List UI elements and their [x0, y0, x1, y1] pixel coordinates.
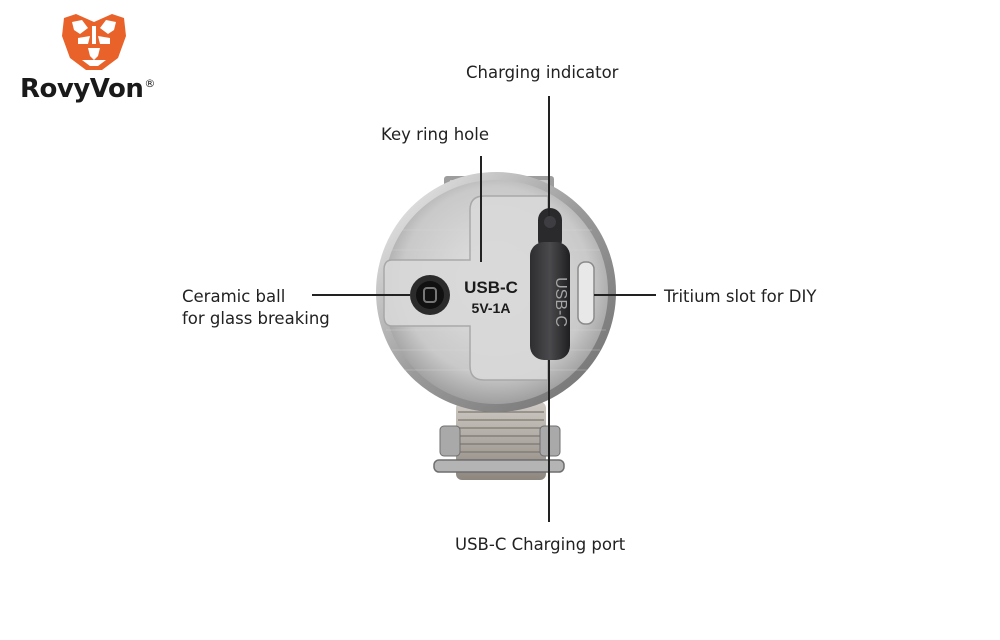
- registered-mark: ®: [144, 77, 155, 91]
- tritium-slot: [577, 261, 595, 325]
- callout-ceramic-line2: for glass breaking: [182, 309, 330, 328]
- cover-usbc-text: USB-C: [552, 277, 569, 327]
- callout-ceramic-line1: Ceramic ball: [182, 287, 286, 306]
- brand-logo: RovyVon®: [20, 12, 155, 112]
- callout-usbc-port: USB-C Charging port: [455, 535, 626, 554]
- callout-ceramic-ball: Ceramic ball for glass breaking: [182, 286, 330, 330]
- callout-charging-indicator: Charging indicator: [466, 63, 619, 82]
- callout-lines: [312, 96, 656, 522]
- plate-usbc-label: USB-C: [464, 278, 518, 297]
- usb-port-cover: USB-C: [530, 208, 570, 360]
- plate-rating-label: 5V-1A: [472, 300, 511, 316]
- callout-tritium-slot: Tritium slot for DIY: [664, 287, 817, 306]
- brand-wordmark: RovyVon®: [20, 74, 155, 104]
- callout-key-ring-hole: Key ring hole: [381, 125, 489, 144]
- lion-logo-icon: [62, 14, 126, 70]
- device-body: USB-C 5V-1A USB-C: [376, 172, 616, 412]
- brand-name: RovyVon: [20, 74, 144, 104]
- strap-clip: [433, 402, 565, 480]
- ceramic-ball: [410, 275, 450, 315]
